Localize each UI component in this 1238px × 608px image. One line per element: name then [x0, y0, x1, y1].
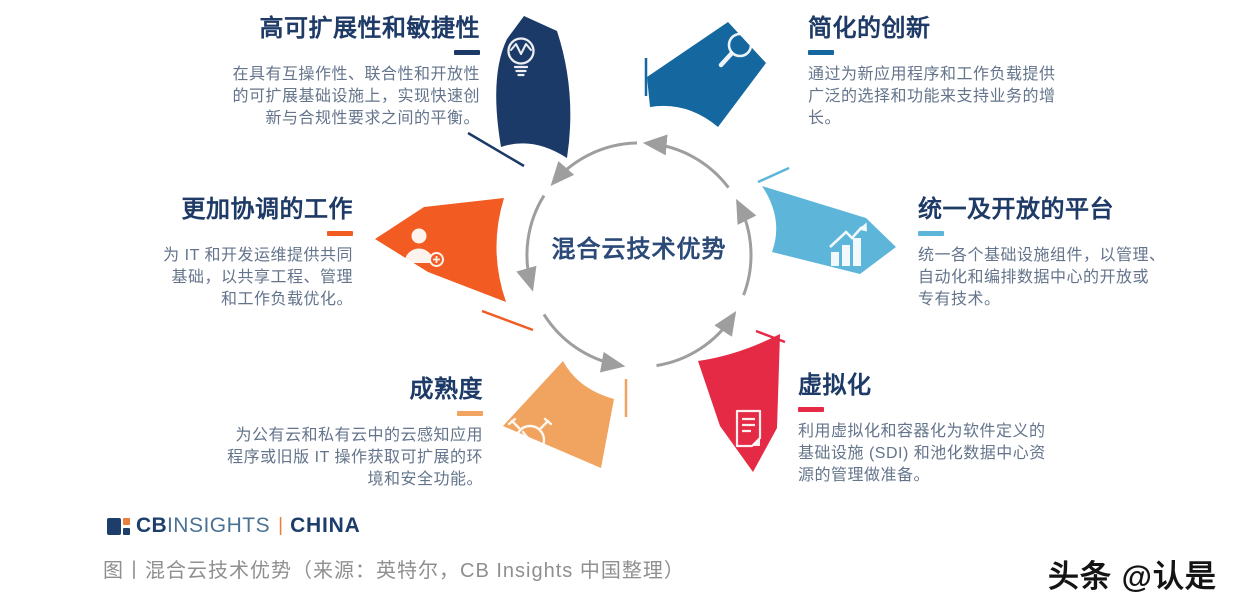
growth-chart-icon	[829, 222, 867, 266]
arrow-unified-platform	[762, 186, 896, 274]
segment-description: 利用虚拟化和容器化为软件定义的 基础设施 (SDI) 和池化数据中心资 源的管理…	[798, 423, 1046, 484]
segment-block-simplified-innovation: 简化的创新 通过为新应用程序和工作负载提供 广泛的选择和功能来支持业务的增 长。	[808, 14, 1070, 130]
segment-title: 高可扩展性和敏捷性	[259, 15, 480, 42]
title-underline	[457, 411, 483, 416]
arrow-coordinated-work	[375, 198, 506, 302]
cbinsights-china-logo: CB INSIGHTS | CHINA	[107, 514, 361, 538]
segment-title: 虚拟化	[798, 372, 872, 399]
logo-text-china: CHINA	[290, 514, 361, 537]
segment-block-unified-platform: 统一及开放的平台 统一各个基础设施组件，以管理、 自动化和编排数据中心的开放或 …	[918, 195, 1173, 311]
segment-block-maturity: 成熟度 为公有云和私有云中的云感知应用 程序或旧版 IT 操作获取可扩展的环 境…	[213, 375, 483, 491]
logo-text-insights: INSIGHTS	[166, 514, 271, 537]
logo-text-cb: CB	[136, 514, 167, 537]
cycle-arc	[542, 313, 626, 373]
arrow-virtualization-tail	[755, 329, 786, 344]
cycle-arc	[736, 198, 757, 296]
title-underline	[808, 50, 834, 55]
document-icon	[735, 409, 762, 448]
segment-block-coordinated-work: 更加协调的工作 为 IT 和开发运维提供共同 基础，以共享工程、管理 和工作负载…	[108, 195, 353, 311]
diagram-canvas	[375, 16, 896, 472]
title-underline	[798, 407, 824, 412]
cycle-arrows	[516, 134, 757, 373]
toutiao-watermark: 头条 @认是	[1048, 559, 1217, 594]
arrow-maturity	[503, 361, 614, 468]
arrow-high-scalability-tail	[467, 131, 525, 168]
cycle-arc	[642, 134, 730, 189]
stopwatch-icon	[507, 417, 553, 456]
arrow-unified-platform-tail	[757, 166, 790, 184]
figure-caption: 图丨混合云技术优势（来源：英特尔，CB Insights 中国整理）	[103, 560, 685, 582]
arrow-simplified-innovation	[647, 22, 766, 127]
title-underline	[918, 231, 944, 236]
segment-title: 更加协调的工作	[181, 196, 353, 223]
magnifier-icon	[718, 32, 753, 68]
arrow-virtualization	[698, 334, 780, 472]
segment-description: 统一各个基础设施组件，以管理、 自动化和编排数据中心的开放或 专有技术。	[918, 247, 1166, 308]
title-underline	[454, 50, 480, 55]
segment-description: 为公有云和私有云中的云感知应用 程序或旧版 IT 操作获取可扩展的环 境和安全功…	[227, 427, 483, 488]
segment-block-virtualization: 虚拟化 利用虚拟化和容器化为软件定义的 基础设施 (SDI) 和池化数据中心资 …	[798, 371, 1066, 487]
logo-divider: |	[278, 515, 284, 536]
cycle-arc	[656, 310, 737, 368]
arrow-coordinated-work-tail	[481, 309, 534, 332]
arrow-high-scalability	[496, 16, 571, 158]
lightbulb-icon	[507, 37, 535, 77]
segment-description: 在具有互操作性、联合性和开放性 的可扩展基础设施上，实现快速创 新与合规性要求之…	[232, 66, 480, 127]
segment-title: 简化的创新	[808, 15, 931, 42]
cycle-arc	[516, 194, 546, 292]
segment-title: 成熟度	[409, 376, 483, 403]
segment-block-high-scalability: 高可扩展性和敏捷性 在具有互操作性、联合性和开放性 的可扩展基础设施上，实现快速…	[218, 14, 480, 130]
segment-description: 为 IT 和开发运维提供共同 基础，以共享工程、管理 和工作负载优化。	[163, 247, 353, 308]
title-underline	[327, 231, 353, 236]
segment-title: 统一及开放的平台	[918, 196, 1114, 223]
add-user-icon	[404, 228, 444, 267]
cbinsights-logo-icon	[107, 517, 130, 535]
cycle-arc	[550, 141, 638, 187]
center-title: 混合云技术优势	[551, 236, 727, 263]
segment-description: 通过为新应用程序和工作负载提供 广泛的选择和功能来支持业务的增 长。	[808, 66, 1056, 127]
